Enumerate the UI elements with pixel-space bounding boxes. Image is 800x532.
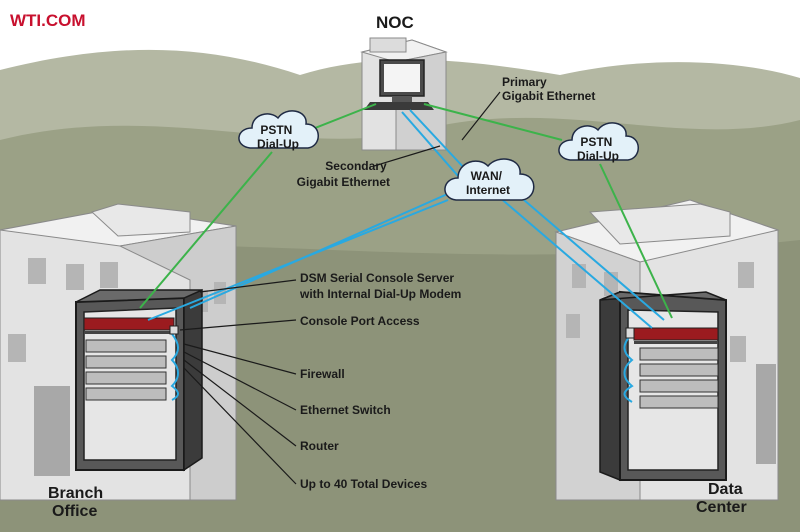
primary-wan-datacenter — [509, 187, 665, 321]
datacenter-dsm-console-server — [633, 327, 719, 341]
primary-noc-wan — [409, 109, 467, 171]
callout-ethernet-switch: Ethernet Switch — [300, 403, 391, 417]
callout-leaders — [179, 279, 297, 485]
callout-firewall: Firewall — [300, 367, 345, 381]
data-center-rack — [599, 290, 727, 482]
callout-dsm-console-server: DSM Serial Console Server with Internal … — [299, 271, 461, 301]
dialup-link-pstn-datacenter — [599, 163, 673, 319]
dialup-link-noc-pstn-right — [423, 103, 563, 141]
callout-router: Router — [300, 439, 339, 453]
primary-link-label: Primary Gigabit Ethernet — [502, 75, 595, 103]
wan-internet-cloud-label: WAN/ Internet — [466, 169, 510, 197]
branch-device-2 — [85, 355, 167, 369]
datacenter-device-2 — [639, 363, 719, 377]
link-label-leaders — [373, 91, 501, 167]
pstn-cloud-left-icon — [238, 110, 319, 149]
branch-device-4 — [85, 387, 167, 401]
branch-device-3 — [85, 371, 167, 385]
dialup-link-branch-pstn — [139, 151, 273, 309]
brand-logo: WTI.COM — [10, 11, 86, 30]
noc-workstation-icon — [364, 59, 434, 110]
callout-up-to-40-devices: Up to 40 Total Devices — [300, 477, 427, 491]
datacenter-device-3 — [639, 379, 719, 393]
dialup-link-pstn-noc-left — [309, 103, 377, 131]
datacenter-device-1 — [639, 347, 719, 361]
pstn-cloud-right-icon — [558, 122, 639, 161]
branch-rack — [75, 288, 203, 472]
dial-up-links — [139, 103, 673, 319]
pstn-cloud-right-label: PSTN Dial-Up — [577, 135, 619, 163]
noc-label: NOC — [376, 13, 414, 32]
secondary-wan-datacenter — [497, 195, 653, 329]
wan-internet-cloud-icon — [444, 158, 535, 201]
secondary-link-label: Secondary Gigabit Ethernet — [297, 159, 390, 189]
datacenter-device-4 — [639, 395, 719, 409]
secondary-noc-wan — [401, 111, 459, 177]
branch-dsm-console-server — [83, 317, 175, 331]
callout-console-port-access: Console Port Access — [300, 314, 420, 328]
pstn-cloud-left-label: PSTN Dial-Up — [257, 123, 299, 151]
data-center-label: Data Center — [696, 481, 747, 516]
gigabit-ethernet-links — [147, 109, 665, 329]
secondary-wan-branch — [147, 199, 449, 321]
branch-label: Branch Office — [48, 485, 108, 520]
branch-device-1 — [85, 339, 167, 353]
